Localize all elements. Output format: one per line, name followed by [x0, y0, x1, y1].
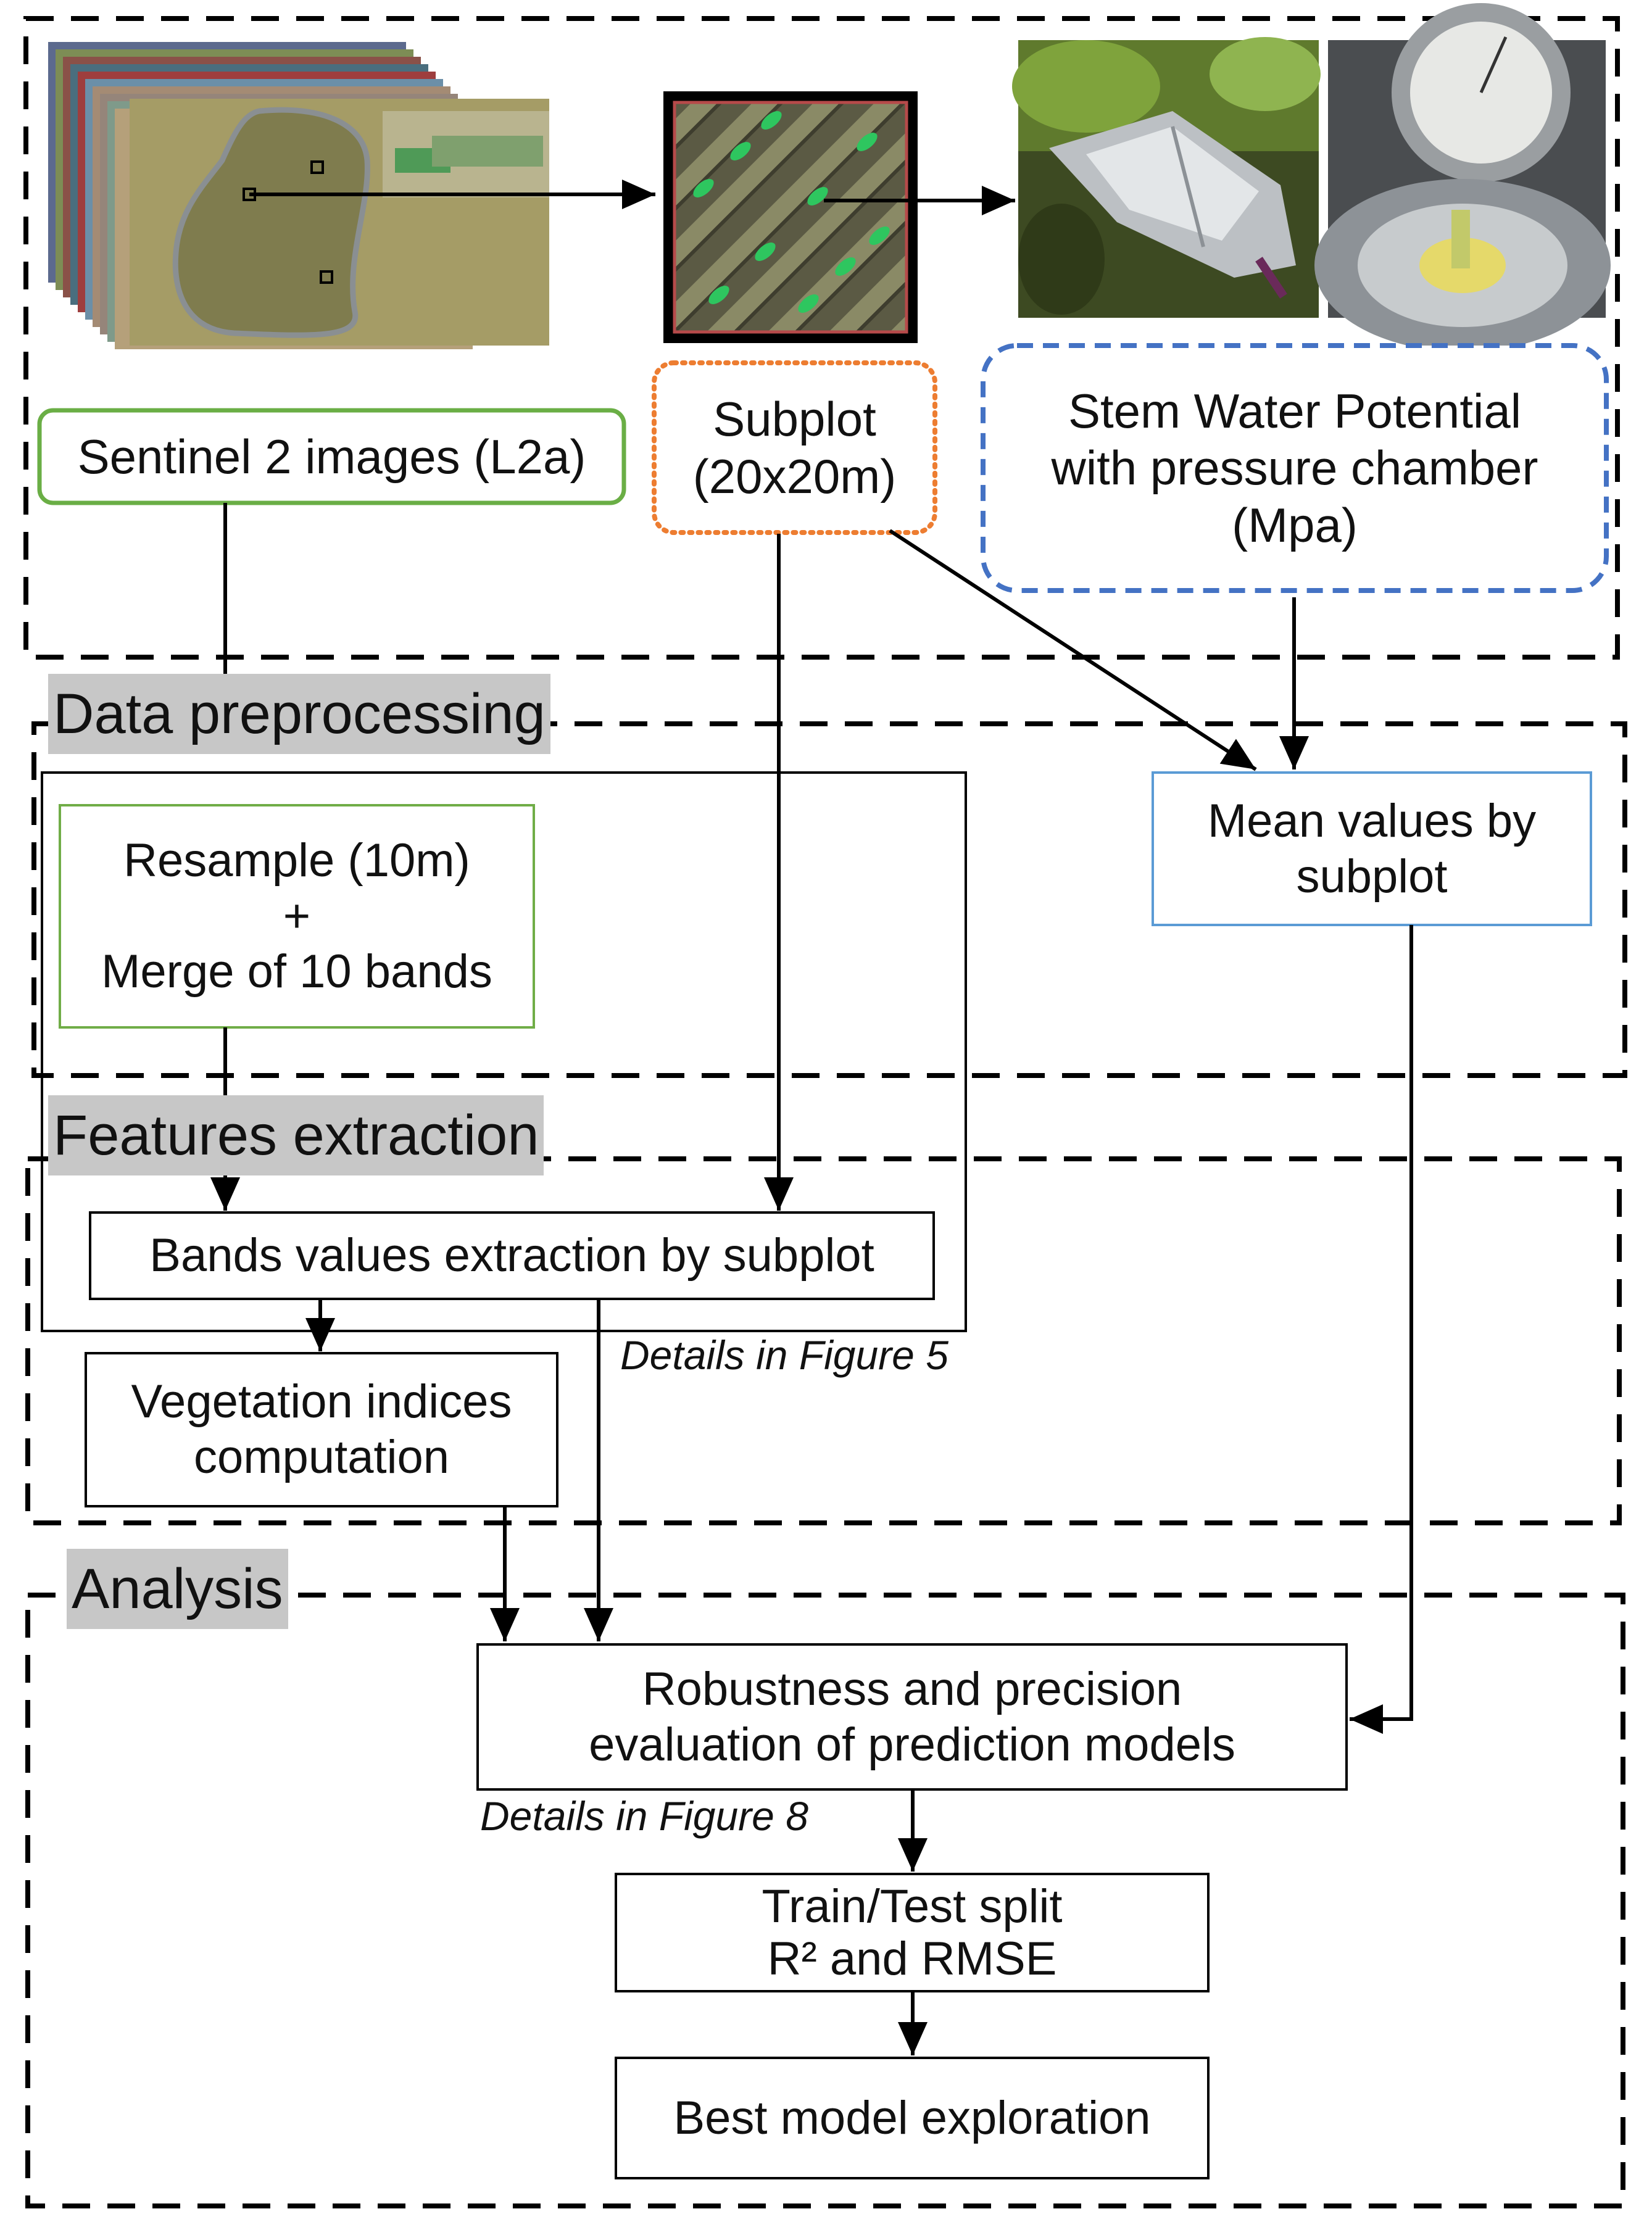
swp-label-line-2: with pressure chamber — [1051, 441, 1538, 495]
train-test-label-line-2: R² and RMSE — [767, 1933, 1057, 1985]
subplot-image — [663, 91, 918, 343]
mean-values-label: Mean values by subplot — [1153, 773, 1591, 925]
sentinel-box — [37, 408, 626, 505]
swp-label-line-3: (Mpa) — [1232, 497, 1358, 552]
mean-values-label-line-1: Mean values by — [1207, 794, 1537, 847]
subplot-to-mean-arrow — [889, 529, 1257, 771]
subplot-label-line-2: (20x20m) — [692, 449, 897, 504]
robustness-label-line-2: evaluation of prediction models — [589, 1718, 1235, 1771]
subplot-label: Subplot (20x20m) — [654, 363, 935, 533]
features-region-frame — [41, 771, 967, 1332]
resample-label-line-3: Merge of 10 bands — [101, 945, 492, 998]
sentinel-label: Sentinel 2 images (L2a) — [77, 429, 586, 484]
preprocessing-section-frame — [31, 721, 1627, 1078]
train-test-box — [615, 1873, 1210, 1992]
subplot-box — [652, 360, 937, 535]
analysis-title: Analysis — [67, 1549, 288, 1629]
swp-box — [981, 343, 1609, 593]
mean-to-robustness-arrow — [1350, 925, 1413, 1734]
bands-extraction-label: Bands values extraction by subplot — [149, 1229, 874, 1282]
subplot-label-line-1: Subplot — [713, 392, 876, 447]
data-preprocessing-title: Data preprocessing — [48, 674, 550, 754]
resample-label-line-2: + — [283, 890, 311, 943]
analysis-section-frame — [25, 1593, 1625, 2208]
robustness-label-line-1: Robustness and precision — [642, 1662, 1182, 1715]
train-test-label: Train/Test split R² and RMSE — [616, 1874, 1208, 1991]
pressure-chamber-photo — [1314, 3, 1611, 352]
features-section-frame — [25, 1156, 1622, 1525]
vegetation-label: Vegetation indices computation — [86, 1353, 557, 1506]
vegetation-label-line-2: computation — [193, 1431, 450, 1483]
leaf-icon — [693, 111, 890, 313]
resample-label-line-1: Resample (10m) — [123, 834, 470, 887]
robustness-box — [476, 1643, 1348, 1791]
mean-values-label-line-2: subplot — [1296, 850, 1448, 903]
swp-label: Stem Water Potential with pressure chamb… — [983, 346, 1606, 591]
swp-label-line-1: Stem Water Potential — [1068, 384, 1522, 439]
vegetation-label-line-1: Vegetation indices — [131, 1375, 512, 1428]
best-model-box — [615, 2057, 1210, 2179]
inputs-section-frame — [23, 16, 1620, 660]
vegetation-box — [85, 1352, 558, 1507]
resample-box — [59, 804, 535, 1029]
mean-values-box — [1152, 771, 1592, 926]
robustness-label: Robustness and precision evaluation of p… — [478, 1644, 1347, 1789]
details-figure-5-note: Details in Figure 5 — [620, 1332, 948, 1378]
foil-bagged-leaf-photo — [1012, 37, 1321, 318]
sentinel-image-stack — [48, 42, 549, 349]
features-extraction-title: Features extraction — [48, 1095, 544, 1175]
resample-label: Resample (10m) + Merge of 10 bands — [60, 805, 534, 1027]
train-test-label-line-1: Train/Test split — [762, 1880, 1063, 1933]
bands-extraction-box — [89, 1211, 935, 1300]
details-figure-8-note: Details in Figure 8 — [480, 1793, 808, 1839]
best-model-label: Best model exploration — [673, 2091, 1151, 2144]
